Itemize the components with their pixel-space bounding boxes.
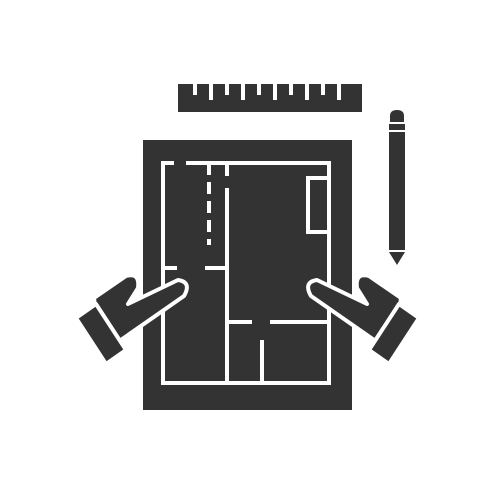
left-hand-icon bbox=[74, 273, 189, 366]
ruler-icon bbox=[178, 84, 362, 112]
floor-plan-sheet bbox=[143, 140, 352, 410]
right-hand-icon bbox=[306, 273, 421, 366]
pencil-icon bbox=[389, 110, 405, 265]
